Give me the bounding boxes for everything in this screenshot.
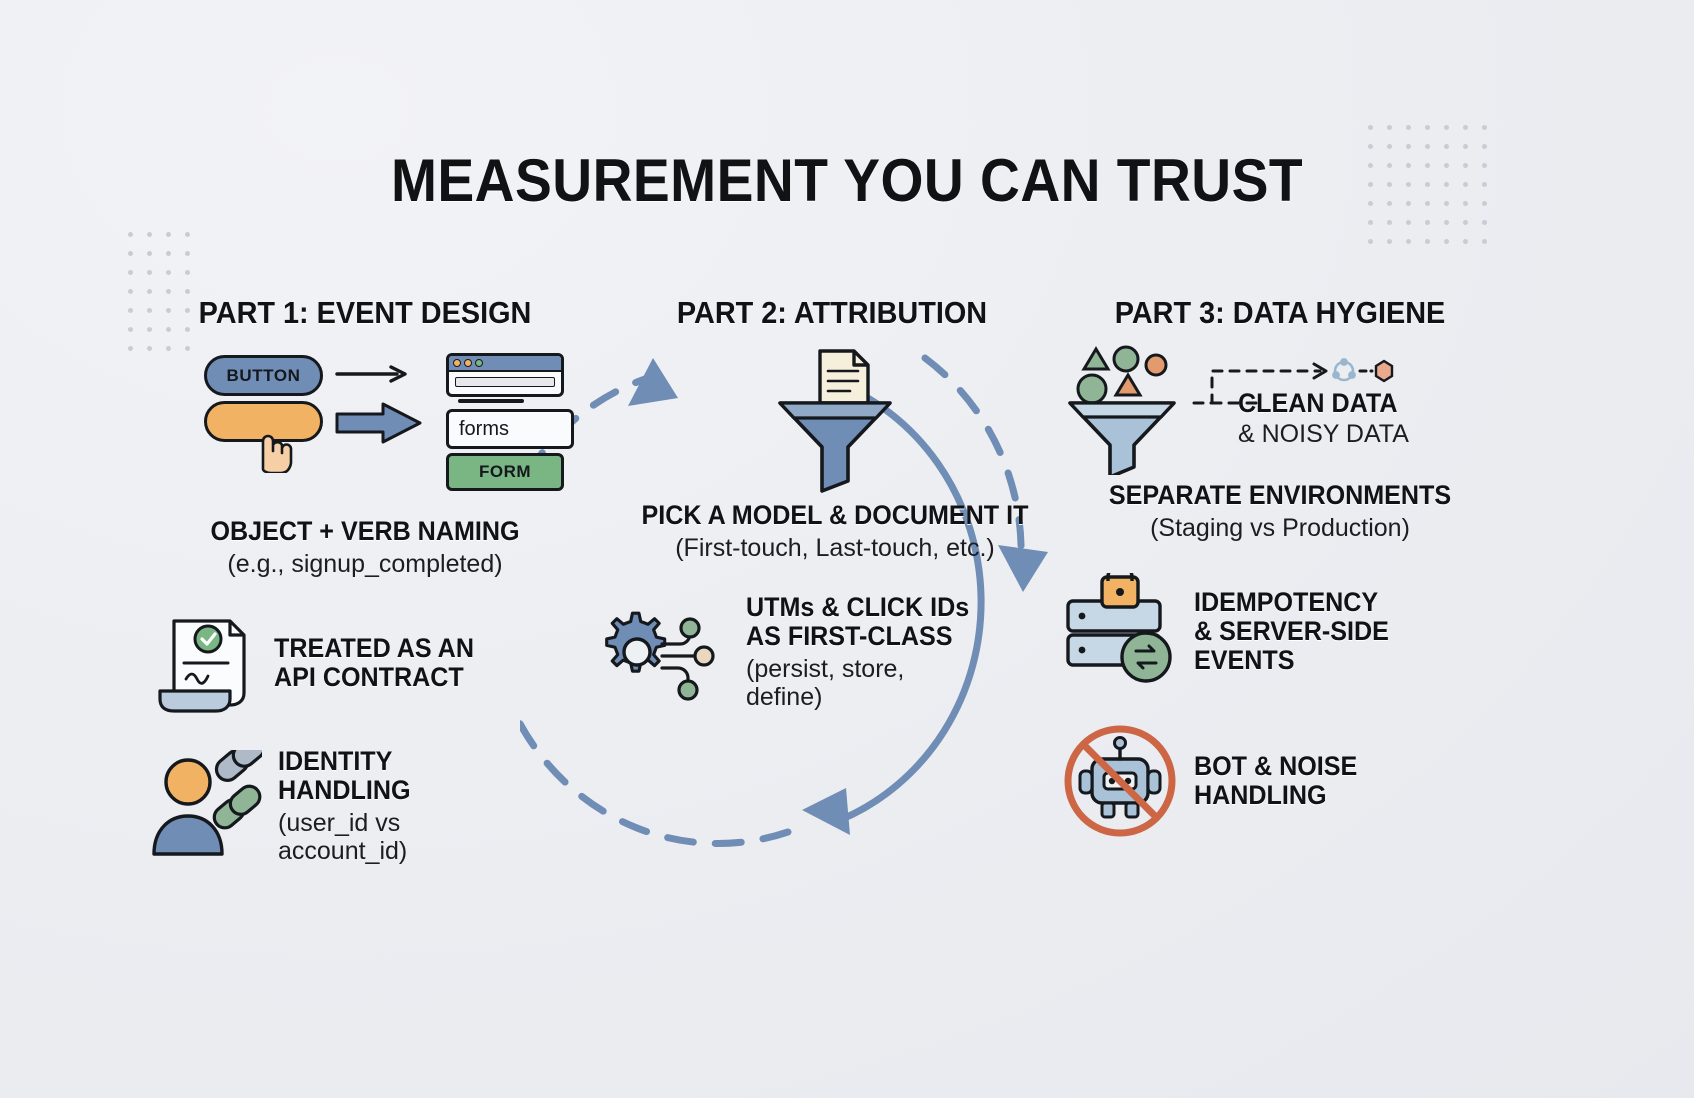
- headline: UTMs & CLICK IDs AS FIRST-CLASS: [746, 591, 970, 651]
- clean-data-label: CLEAN DATA: [1238, 388, 1398, 418]
- event-naming-diagram: BUTTON forms FORM: [150, 349, 580, 499]
- no-bot-icon: [1064, 725, 1176, 837]
- gear-network-icon: [605, 611, 715, 701]
- item-pick-model: PICK A MODEL & DOCUMENT IT (First-touch,…: [600, 500, 1070, 563]
- identity-person-link-icon: [152, 750, 262, 857]
- item-separate-environments: SEPARATE ENVIRONMENTS (Staging vs Produc…: [1060, 480, 1500, 543]
- server-lock-sync-icon: [1066, 572, 1172, 683]
- bold-arrow-icon: [335, 402, 422, 444]
- page-title: MEASUREMENT YOU CAN TRUST: [390, 147, 1304, 214]
- attribution-funnel-wrap: [600, 347, 1070, 493]
- forms-field: forms: [446, 409, 574, 449]
- window-dot-3: [475, 359, 483, 367]
- item-api-contract: TREATED AS AN API CONTRACT: [150, 613, 580, 713]
- thin-arrow-icon: [335, 365, 407, 383]
- column-part-2: PART 2: ATTRIBUTION PICK A MODEL & DOCUM…: [600, 295, 1070, 712]
- subtext: (Staging vs Production): [1150, 514, 1410, 543]
- window-dot-2: [464, 359, 472, 367]
- headline: SEPARATE ENVIRONMENTS: [1108, 480, 1452, 510]
- subtext: (e.g., signup_completed): [227, 550, 503, 579]
- headline: PICK A MODEL & DOCUMENT IT: [641, 500, 1029, 530]
- clean-data-diagram: CLEAN DATA & NOISY DATA: [1060, 345, 1500, 475]
- headline: TREATED AS AN API CONTRACT: [274, 632, 474, 692]
- subtext: (First-touch, Last-touch, etc.): [675, 534, 995, 563]
- noisy-data-label: & NOISY DATA: [1238, 420, 1409, 449]
- column-part-3: PART 3: DATA HYGIENE: [1060, 295, 1500, 841]
- column-1-heading: PART 1: EVENT DESIGN: [198, 295, 532, 330]
- clean-data-arrow: [1192, 358, 1394, 405]
- dot-grid-left: [128, 232, 190, 351]
- contract-document-icon: [158, 619, 246, 713]
- item-idempotency: IDEMPOTENCY & SERVER-SIDE EVENTS: [1060, 572, 1500, 691]
- funnel-shapes-icon: [1068, 345, 1176, 475]
- item-bot-noise: BOT & NOISE HANDLING: [1060, 721, 1500, 841]
- column-part-1: PART 1: EVENT DESIGN BUTTON forms FORM O…: [150, 295, 580, 866]
- item-object-verb-naming: OBJECT + VERB NAMING (e.g., signup_compl…: [150, 516, 580, 579]
- column-3-heading: PART 3: DATA HYGIENE: [1114, 295, 1446, 330]
- subtext: (user_id vs account_id): [278, 808, 408, 866]
- column-2-heading: PART 2: ATTRIBUTION: [676, 295, 988, 330]
- pointing-hand-icon: [261, 434, 293, 473]
- item-utms-click-ids: UTMs & CLICK IDs AS FIRST-CLASS (persist…: [600, 591, 1070, 712]
- divider-bar: [458, 399, 524, 403]
- headline: IDENTITY HANDLING: [278, 745, 411, 805]
- funnel-document-icon: [778, 349, 892, 493]
- headline: OBJECT + VERB NAMING: [210, 516, 520, 546]
- headline: BOT & NOISE HANDLING: [1194, 750, 1358, 810]
- dot-grid-right: [1368, 125, 1487, 244]
- item-identity-handling: IDENTITY HANDLING (user_id vs account_id…: [150, 745, 580, 866]
- window-dot-1: [453, 359, 461, 367]
- form-button: FORM: [446, 453, 564, 491]
- headline: IDEMPOTENCY & SERVER-SIDE EVENTS: [1194, 586, 1389, 676]
- subtext: (persist, store, define): [746, 654, 905, 712]
- clean-data-labels: CLEAN DATA & NOISY DATA: [1238, 388, 1409, 449]
- window-mock-icon: [446, 353, 564, 397]
- button-pill: BUTTON: [204, 355, 323, 396]
